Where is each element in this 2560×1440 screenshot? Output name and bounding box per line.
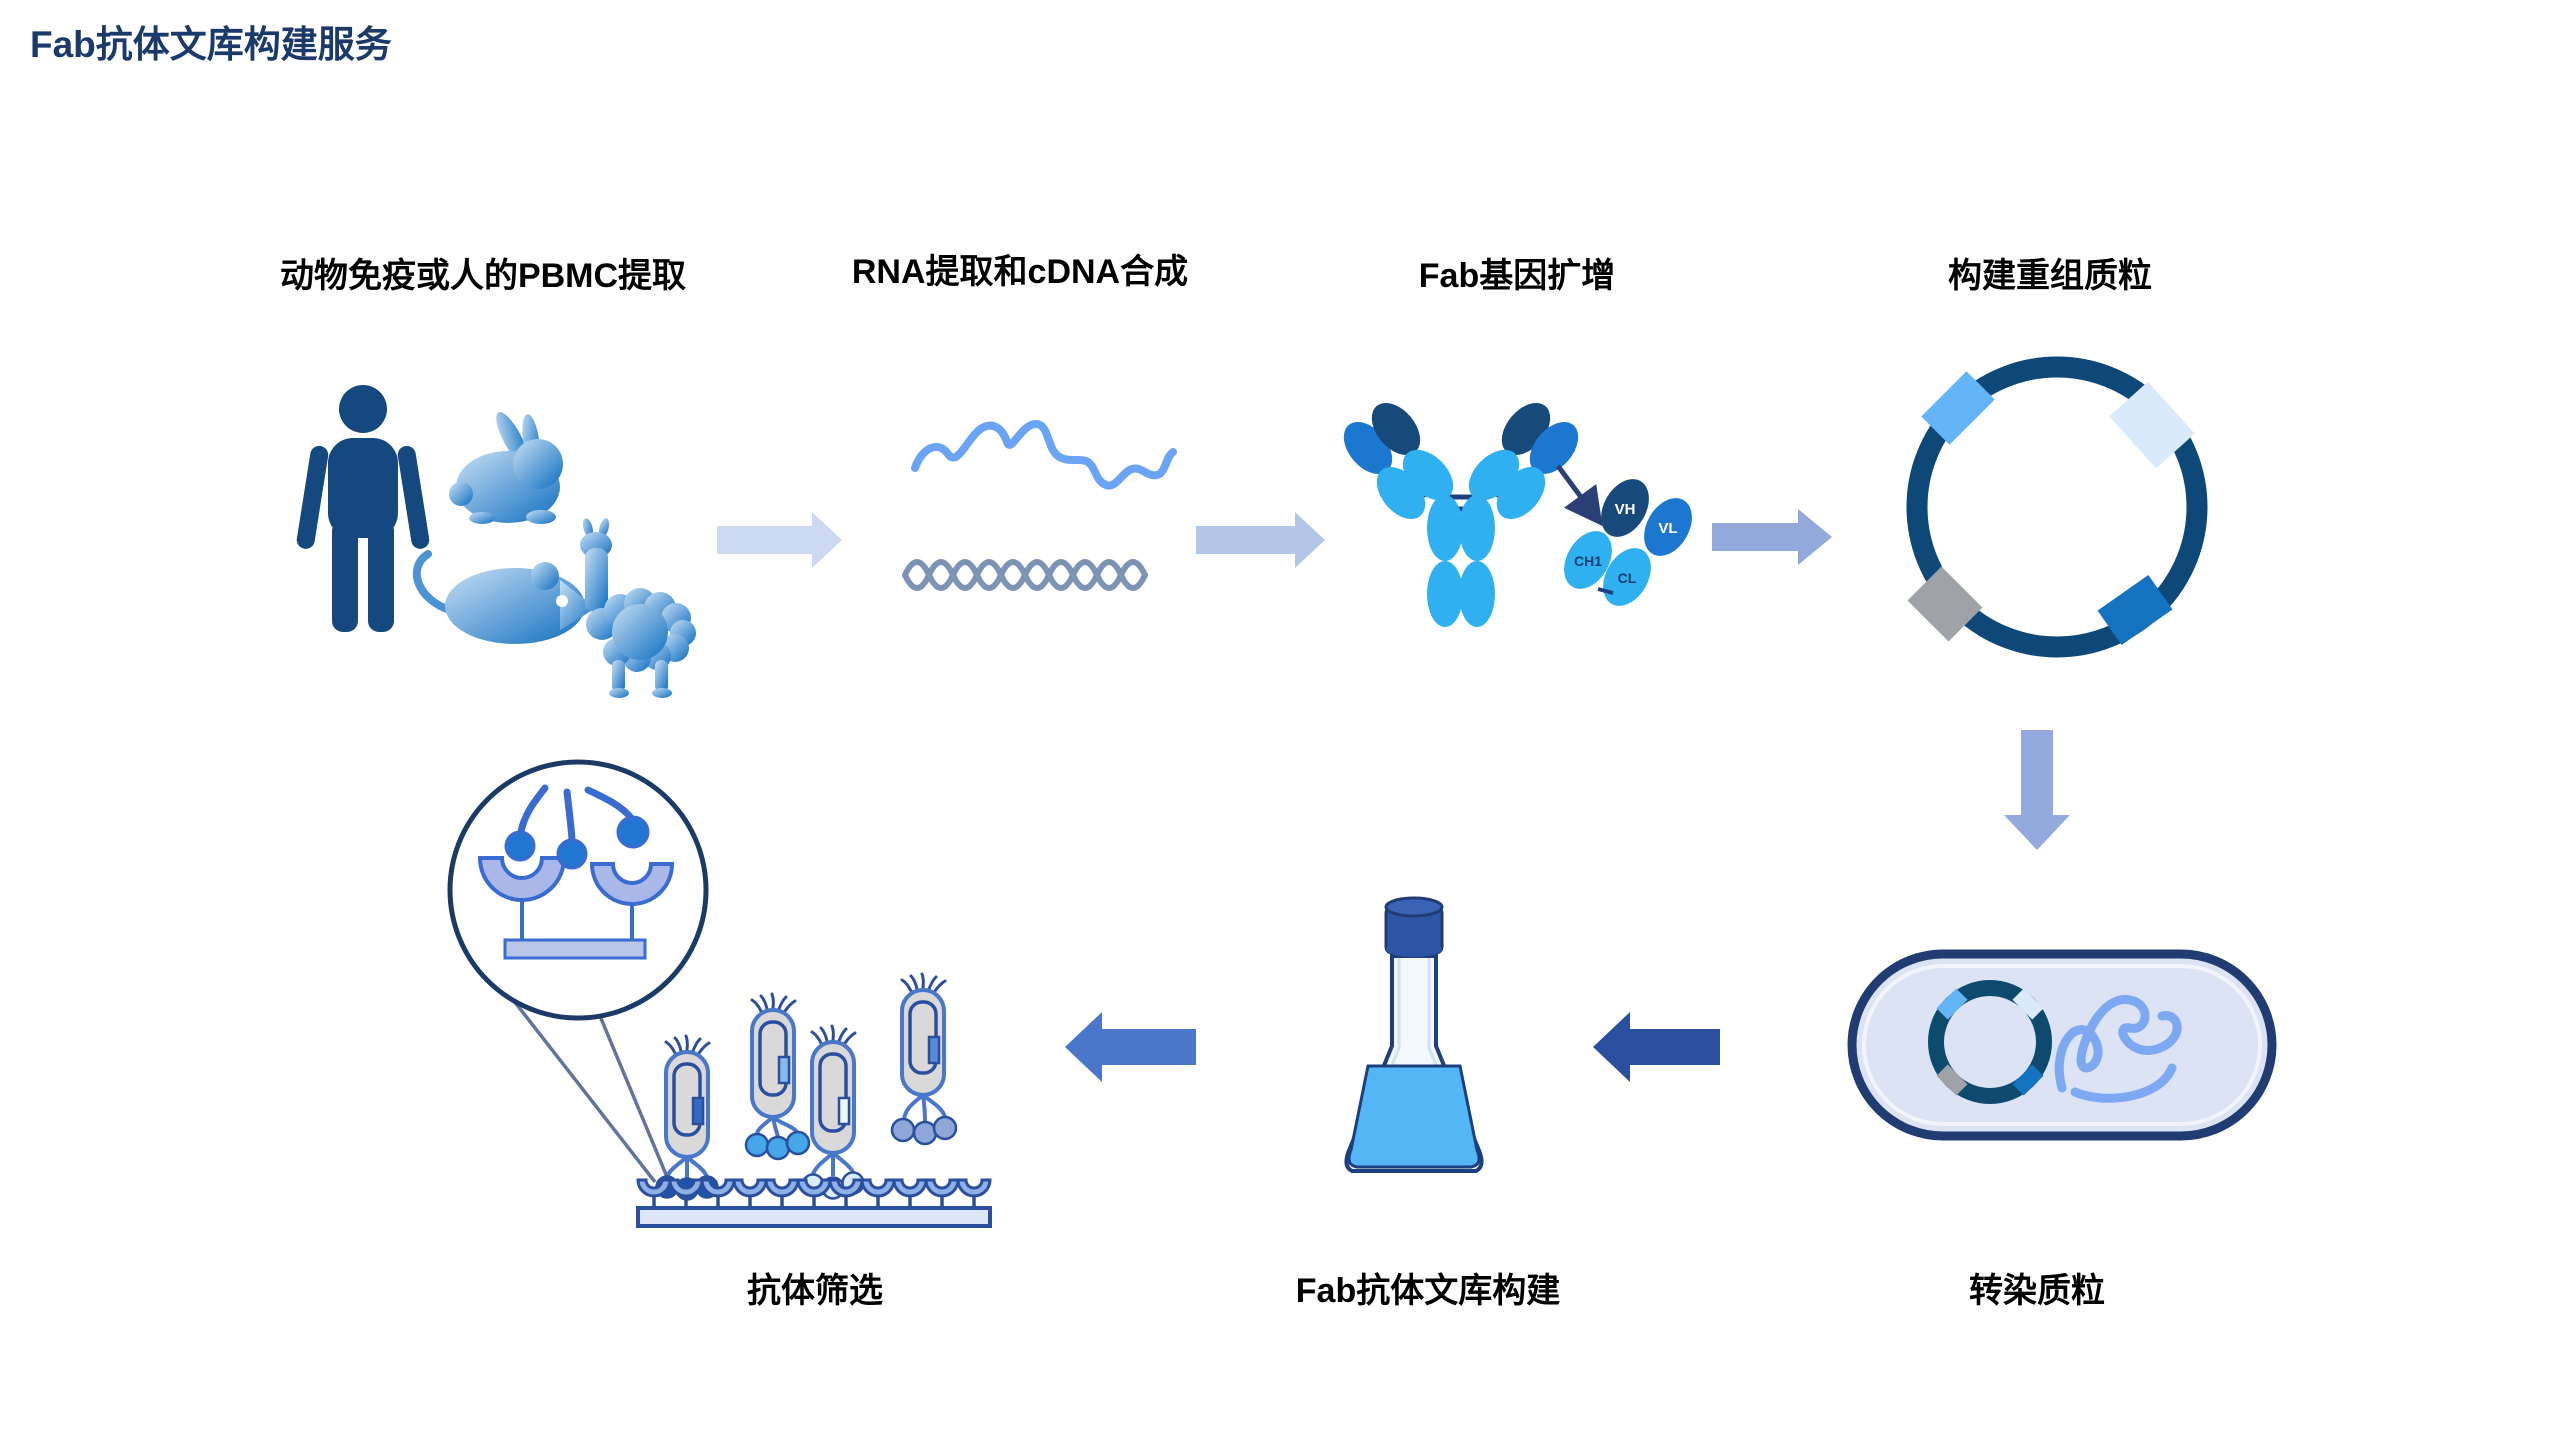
rabbit-icon — [449, 412, 563, 524]
plasmid-site-paleblue — [2109, 381, 2195, 469]
fab-callout-arrow — [1555, 464, 1603, 527]
phage-legs — [811, 1151, 855, 1176]
arrow-left-step6-step7 — [1065, 1012, 1196, 1082]
step-label-fab-amplification: Fab基因扩增 — [1418, 257, 1616, 295]
phage-gene-tag — [691, 1096, 705, 1126]
receptor-icon — [477, 856, 567, 902]
magnifier-circle-icon — [447, 759, 709, 1021]
bacterium-icon — [1847, 949, 2277, 1141]
dna-helix-icon — [902, 559, 1148, 591]
antigen-ball — [556, 838, 588, 870]
page-title: Fab抗体文库构建服务 — [30, 24, 392, 65]
plasmid-site-blue — [2097, 575, 2173, 645]
antigen-ball — [616, 815, 650, 849]
receptor-icon — [589, 862, 675, 906]
phage-gene-tag — [777, 1055, 791, 1085]
phage-gene-tag — [927, 1035, 941, 1065]
step-label-plasmid-build: 构建重组质粒 — [1948, 257, 2152, 295]
step7-illustration — [447, 759, 992, 1228]
plasmid-site-gray — [1907, 566, 1983, 642]
rna-strand-icon — [911, 419, 1177, 490]
arrow-right-step3-step4 — [1712, 509, 1832, 565]
phage-icon — [744, 992, 811, 1161]
arrow-left-step5-step6 — [1593, 1012, 1720, 1082]
callout-line-2 — [598, 1015, 672, 1185]
alpaca-icon — [580, 518, 696, 698]
plasmid-icon — [1906, 356, 2208, 658]
phage-pili — [900, 972, 947, 993]
phage-pili — [750, 992, 797, 1013]
phage-icon — [890, 972, 958, 1146]
flask-liquid — [1347, 1064, 1481, 1169]
screening-plate-icon — [636, 1178, 992, 1228]
step3-illustration: VH VL CH1 CL — [1343, 402, 1692, 627]
step-label-pbmc-extraction: 动物免疫或人的PBMC提取 — [279, 257, 687, 295]
phage-pili — [664, 1034, 711, 1055]
plate-receptors — [636, 1178, 992, 1198]
antigen-stalks — [517, 784, 635, 844]
arrow-down-step4-step5 — [2004, 730, 2070, 850]
arrow-right-step2-step3 — [1196, 512, 1325, 568]
flask-icon — [1344, 896, 1484, 1173]
step1-illustration — [296, 385, 696, 698]
phage-icon — [801, 1024, 865, 1200]
fab-domain-label-vl: VL — [1658, 520, 1677, 537]
phage-legs — [665, 1155, 709, 1178]
step-label-screening: 抗体筛选 — [747, 1272, 883, 1310]
mini-plasmid-icon — [1928, 980, 2052, 1104]
phage-gene-tag — [837, 1096, 851, 1126]
phage-pili — [810, 1024, 857, 1045]
phage-legs — [755, 1115, 799, 1138]
callout-line-1 — [512, 999, 657, 1184]
fab-domain-label-ch1: CH1 — [1574, 553, 1602, 569]
step-label-rna-cdna: RNA提取和cDNA合成 — [851, 253, 1189, 291]
antibody-icon — [1343, 402, 1579, 627]
fab-fragment-icon: VH VL CH1 CL — [1564, 479, 1692, 606]
mouse-icon — [413, 550, 596, 644]
antigen-ball — [504, 830, 536, 862]
fab-domain-label-cl: CL — [1618, 570, 1637, 586]
step-label-library-build: Fab抗体文库构建 — [1295, 1272, 1561, 1310]
antibody-fc-stem — [1427, 495, 1495, 627]
mouse-tail — [413, 550, 454, 614]
plate-base-bar — [636, 1206, 992, 1228]
receptor-base-bar — [503, 938, 647, 960]
chromosome-squiggle-icon — [2054, 995, 2182, 1103]
human-icon — [296, 385, 430, 632]
arrow-right-step1-step2 — [717, 512, 842, 568]
phage-legs — [902, 1093, 947, 1122]
step2-illustration — [902, 419, 1177, 591]
plasmid-site-lightblue — [1921, 371, 1995, 445]
flask-cap — [1384, 896, 1444, 957]
fab-domain-label-vh: VH — [1615, 501, 1636, 518]
step-label-transfection: 转染质粒 — [1969, 1272, 2105, 1310]
